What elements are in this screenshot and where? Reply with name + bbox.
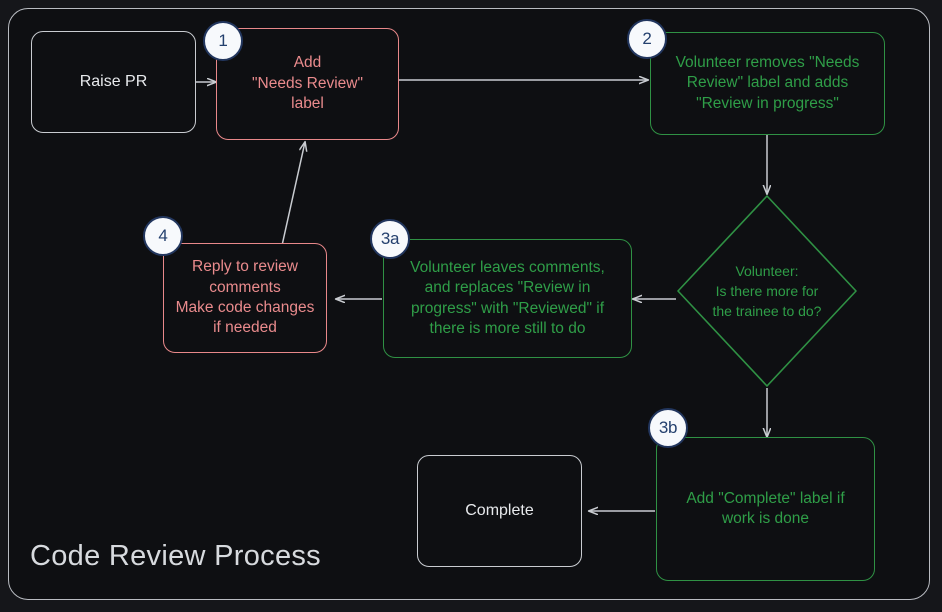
node-add-complete-label-text: Add "Complete" label if work is done xyxy=(686,489,845,527)
step-badge-3a: 3a xyxy=(370,219,410,259)
page-title: Code Review Process xyxy=(30,540,321,572)
node-decision-more-work[interactable]: Volunteer: Is there more for the trainee… xyxy=(678,196,856,386)
node-volunteer-removes[interactable]: Volunteer removes "Needs Review" label a… xyxy=(650,32,885,135)
step-badge-4: 4 xyxy=(143,216,183,256)
node-volunteer-removes-label: Volunteer removes "Needs Review" label a… xyxy=(675,53,860,112)
node-add-complete-label[interactable]: Add "Complete" label if work is done xyxy=(656,437,875,581)
node-raise-pr[interactable]: Raise PR xyxy=(31,31,196,133)
node-reply-to-review-label: Reply to review comments Make code chang… xyxy=(175,258,315,337)
node-reply-to-review[interactable]: Reply to review comments Make code chang… xyxy=(163,243,327,353)
node-add-needs-review-label: Add "Needs Review" label xyxy=(252,54,363,113)
node-complete-label: Complete xyxy=(465,502,534,520)
node-decision-more-work-label: Volunteer: Is there more for the trainee… xyxy=(712,262,822,320)
node-raise-pr-label: Raise PR xyxy=(79,73,148,91)
step-badge-1: 1 xyxy=(203,21,243,61)
step-badge-2: 2 xyxy=(627,19,667,59)
node-add-needs-review[interactable]: Add "Needs Review" label xyxy=(216,28,399,140)
node-complete[interactable]: Complete xyxy=(417,455,582,567)
node-volunteer-leaves-comments-label: Volunteer leaves comments, and replaces … xyxy=(410,258,605,337)
step-badge-3b: 3b xyxy=(648,408,688,448)
node-volunteer-leaves-comments[interactable]: Volunteer leaves comments, and replaces … xyxy=(383,239,632,358)
